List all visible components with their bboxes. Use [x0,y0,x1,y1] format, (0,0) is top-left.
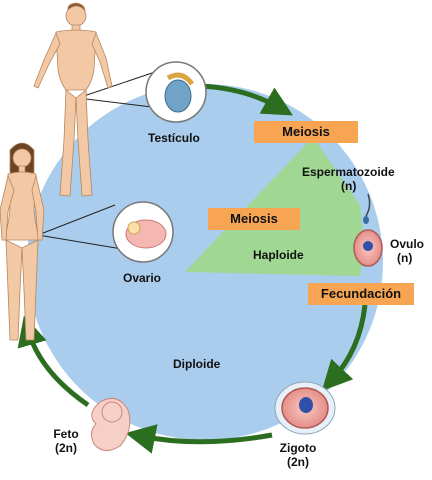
zigoto-label: Zigoto [279,441,317,455]
feto-label: Feto [53,427,79,441]
haploide-label: Haploide [253,248,304,262]
diploide-label: Diploide [173,357,221,371]
ovulo-label: Ovulo [390,237,425,251]
female-figure [0,142,45,341]
ovary-illustration [112,201,174,263]
meiosis-female-tag: Meiosis [208,208,300,230]
cycle-arrow-bottom [125,424,273,454]
espermatozoide-ploidy-label: (n) [341,179,357,193]
ovulo-ploidy-label: (n) [397,251,413,265]
zigoto-ploidy-label: (2n) [287,455,309,469]
haploid-wedge [185,137,365,276]
male-figure [33,2,113,197]
espermatozoide-label: Espermatozoide [302,165,395,179]
ovum-illustration [353,229,383,267]
feto-ploidy-label: (2n) [55,441,77,455]
fecundacion-tag: Fecundación [308,283,414,305]
meiosis-male-tag: Meiosis [254,121,358,143]
ovario-label: Ovario [123,271,162,285]
fetus-illustration [90,397,131,451]
testicle-illustration [145,61,207,123]
connector-lines [37,71,161,251]
sperm-illustration [363,193,371,224]
zygote-illustration [274,381,336,435]
cycle-arrow-right [321,304,368,391]
testiculo-label: Testículo [148,131,200,145]
cycle-arrow-top [199,83,294,116]
